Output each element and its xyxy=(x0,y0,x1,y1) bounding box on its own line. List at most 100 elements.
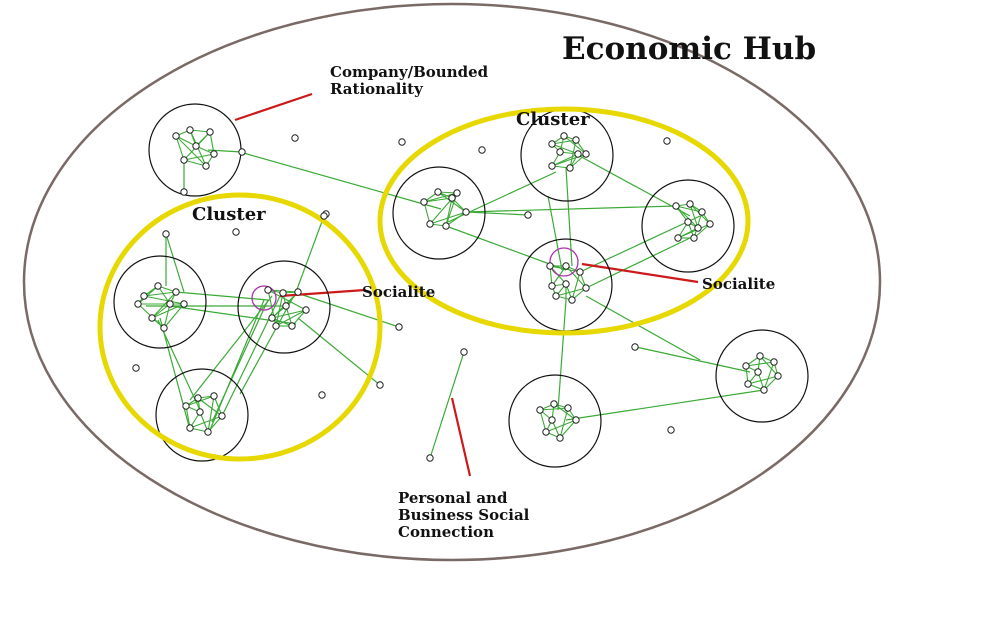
company-label-line1: Company/Bounded xyxy=(330,63,489,81)
company-label-line2: Rationality xyxy=(330,79,423,98)
intra-company-link xyxy=(571,271,581,301)
intra-company-link xyxy=(267,289,307,311)
person-node xyxy=(196,408,204,416)
intra-company-link xyxy=(137,285,159,305)
social-connection-line xyxy=(295,215,325,293)
company-circle xyxy=(155,368,249,462)
person-node xyxy=(756,352,764,360)
intra-company-link xyxy=(185,405,191,429)
person-node xyxy=(395,323,403,331)
person-node xyxy=(774,372,782,380)
person-node xyxy=(186,126,194,134)
person-node xyxy=(210,150,218,158)
social-connection-line xyxy=(165,233,185,293)
social-connection-line xyxy=(159,317,191,431)
intra-company-link xyxy=(539,407,569,411)
socialite-label-left: Socialite xyxy=(362,283,436,301)
social-connection-line xyxy=(585,295,701,361)
person-node xyxy=(202,162,210,170)
person-node xyxy=(574,150,582,158)
social-connection-line xyxy=(211,299,269,423)
intra-company-link xyxy=(189,415,223,429)
person-node xyxy=(232,228,240,236)
person-node xyxy=(548,140,556,148)
cluster-highlight-right xyxy=(377,106,751,336)
social-connection-line xyxy=(579,215,701,273)
person-node xyxy=(272,322,280,330)
person-node xyxy=(186,424,194,432)
person-node xyxy=(478,146,486,154)
person-node xyxy=(564,404,572,412)
intra-company-link xyxy=(553,403,577,421)
intra-company-link xyxy=(429,211,467,225)
person-node xyxy=(552,292,560,300)
pointer-line xyxy=(234,92,313,122)
intra-company-link xyxy=(143,295,185,305)
person-node xyxy=(453,189,461,197)
person-node xyxy=(434,188,442,196)
person-node xyxy=(192,142,200,150)
person-node xyxy=(166,300,174,308)
person-node xyxy=(760,386,768,394)
intra-company-link xyxy=(763,361,775,391)
intra-company-link xyxy=(423,201,431,225)
company-circle xyxy=(113,255,207,349)
person-node xyxy=(572,416,580,424)
person-node xyxy=(154,282,162,290)
person-node xyxy=(264,286,272,294)
intra-company-link xyxy=(175,135,197,147)
social-connection-line xyxy=(239,151,442,210)
person-node xyxy=(426,454,434,462)
intra-company-link xyxy=(143,291,177,297)
person-node xyxy=(663,137,671,145)
person-node xyxy=(667,426,675,434)
social-connection-line xyxy=(565,167,573,267)
social-connection-line xyxy=(429,351,465,459)
intra-company-link xyxy=(745,361,775,367)
person-node xyxy=(550,400,558,408)
intra-company-link xyxy=(183,159,207,167)
intra-company-link xyxy=(539,409,547,433)
person-node xyxy=(420,198,428,206)
social-connection-line xyxy=(465,211,529,216)
social-connection-line xyxy=(221,295,281,417)
person-node xyxy=(134,300,142,308)
person-node xyxy=(442,222,450,230)
person-node xyxy=(754,368,762,376)
person-node xyxy=(694,224,702,232)
company-circle xyxy=(508,374,602,468)
intra-company-link xyxy=(163,303,171,329)
person-node xyxy=(684,218,692,226)
person-node xyxy=(132,364,140,372)
social-connection-line xyxy=(445,225,567,271)
person-node xyxy=(706,220,714,228)
cluster-label-left: Cluster xyxy=(192,204,266,225)
pointer-line xyxy=(279,288,366,298)
person-node xyxy=(462,208,470,216)
person-node xyxy=(566,164,574,172)
intra-company-link xyxy=(175,135,207,167)
person-node xyxy=(204,428,212,436)
intra-company-link xyxy=(175,135,185,161)
connection-label-line1: Personal and xyxy=(398,489,508,507)
person-node xyxy=(180,300,188,308)
social-connection-line xyxy=(547,195,563,271)
cluster-highlight-left xyxy=(97,192,383,462)
person-node xyxy=(582,284,590,292)
connection-label-line2: Business Social xyxy=(398,505,530,524)
intra-company-link xyxy=(551,143,579,155)
intra-company-link xyxy=(689,203,699,229)
person-node xyxy=(742,362,750,370)
person-node xyxy=(398,138,406,146)
clusters xyxy=(97,106,751,462)
person-node xyxy=(282,302,290,310)
person-node xyxy=(182,402,190,410)
person-node xyxy=(548,282,556,290)
person-node xyxy=(448,194,456,202)
person-node xyxy=(288,322,296,330)
person-node xyxy=(302,306,310,314)
intra-company-link xyxy=(151,303,171,319)
person-node xyxy=(376,381,384,389)
socialite-node-right xyxy=(549,247,579,277)
person-node xyxy=(536,406,544,414)
